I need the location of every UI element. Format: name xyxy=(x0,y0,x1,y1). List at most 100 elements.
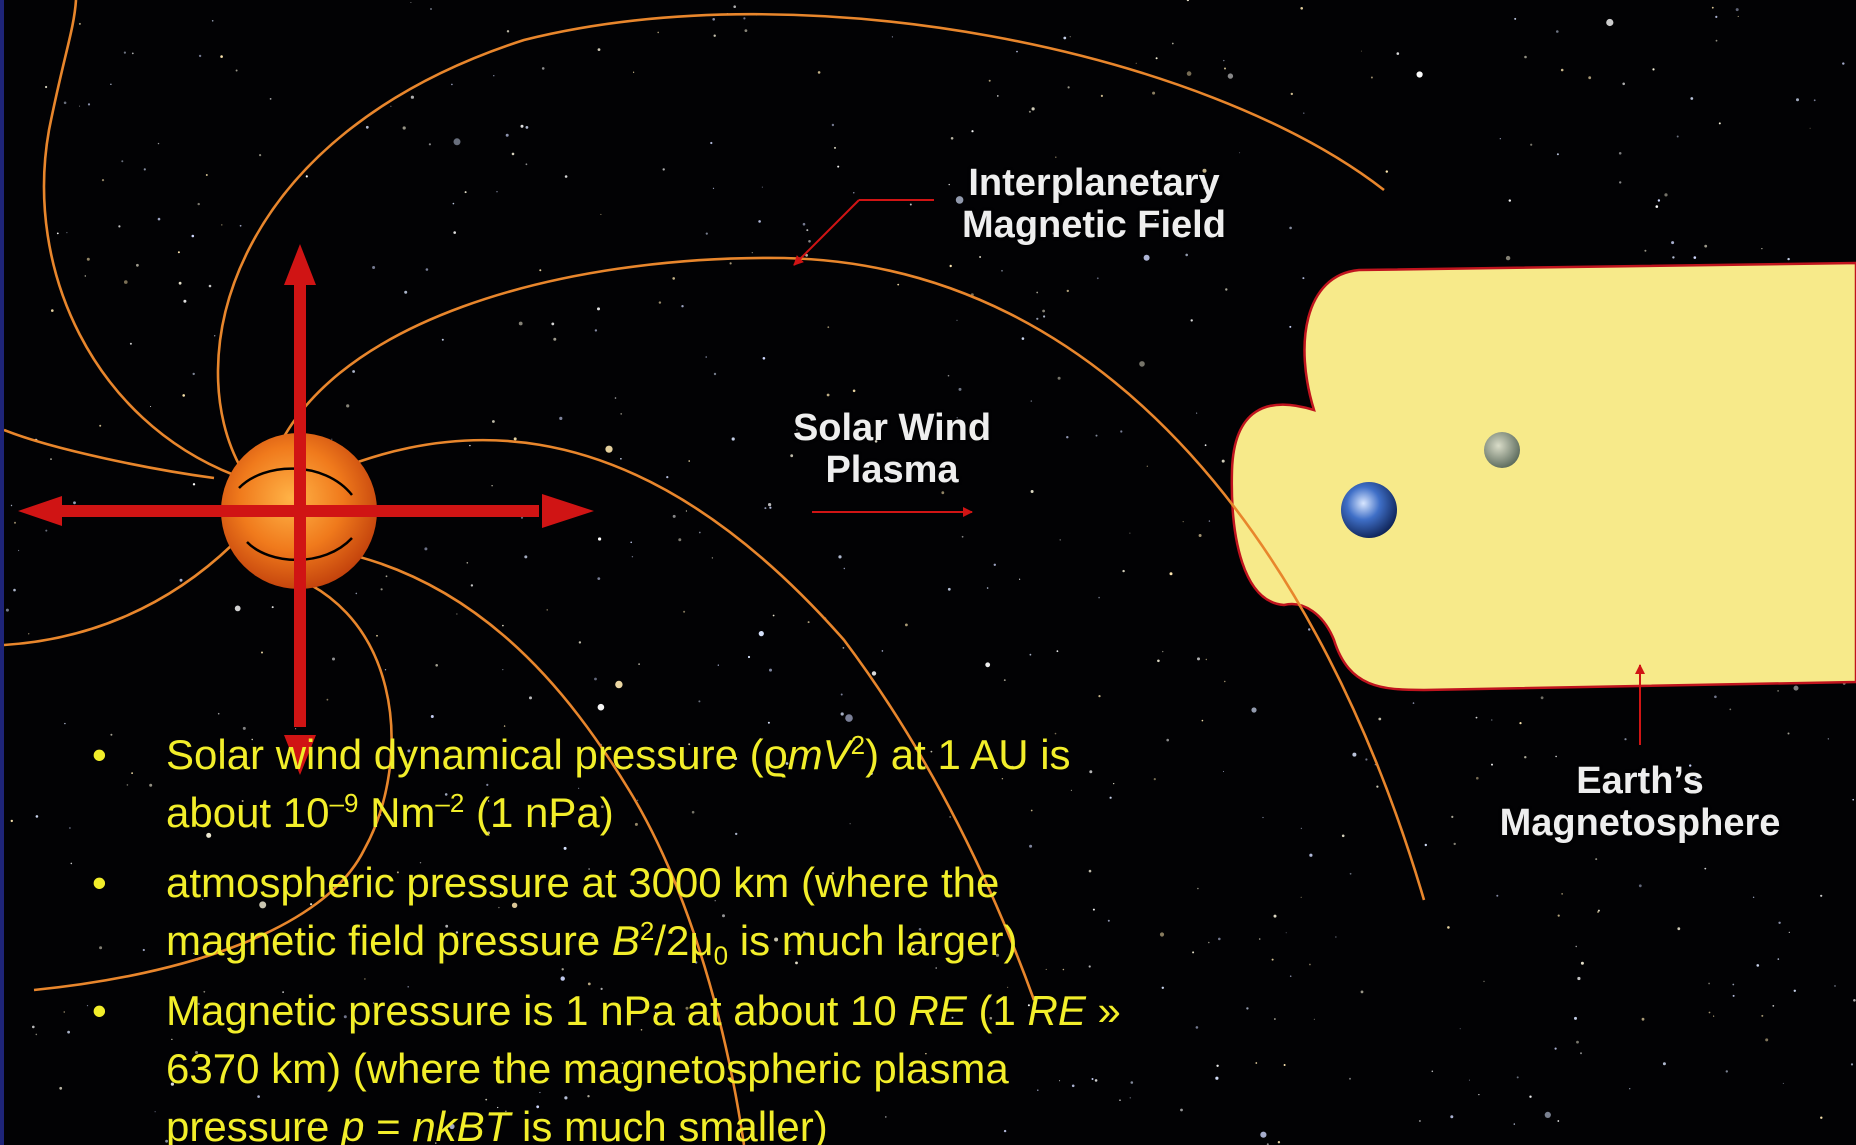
star xyxy=(459,1072,461,1074)
star xyxy=(157,142,160,145)
star xyxy=(10,819,13,823)
star xyxy=(634,822,638,826)
star xyxy=(1793,989,1797,992)
star xyxy=(1309,853,1313,857)
star xyxy=(1071,1084,1075,1088)
star xyxy=(1192,951,1195,954)
text-span: » xyxy=(1085,987,1121,1034)
star xyxy=(179,578,183,582)
star xyxy=(1007,986,1009,989)
star xyxy=(1122,569,1125,573)
bullet-marker: • xyxy=(92,987,107,1034)
star xyxy=(1153,778,1156,781)
star xyxy=(1202,168,1207,173)
star xyxy=(912,948,915,951)
star xyxy=(1580,1052,1582,1055)
star xyxy=(683,610,686,613)
star xyxy=(455,931,459,934)
star xyxy=(620,413,623,415)
star xyxy=(831,123,835,127)
star xyxy=(747,655,751,659)
star xyxy=(1496,894,1499,897)
star xyxy=(444,793,448,796)
star xyxy=(214,335,216,337)
bullet-marker: • xyxy=(92,731,107,778)
star xyxy=(150,406,152,407)
star xyxy=(631,556,634,558)
star xyxy=(685,510,688,512)
star xyxy=(1664,193,1668,197)
star xyxy=(1694,777,1697,780)
star xyxy=(1508,199,1512,202)
star xyxy=(1451,815,1454,819)
star xyxy=(86,1005,89,1007)
star xyxy=(985,662,991,668)
star xyxy=(136,263,139,267)
superscript: –2 xyxy=(435,788,465,818)
star xyxy=(672,514,676,518)
text-span: magnetic field pressure xyxy=(166,917,612,964)
star xyxy=(45,529,48,532)
star xyxy=(499,893,502,895)
star xyxy=(73,501,76,505)
nkbt-symbol: nkBT xyxy=(412,1103,511,1145)
star xyxy=(842,647,845,649)
star xyxy=(1577,976,1581,981)
star xyxy=(1689,764,1692,767)
star xyxy=(1530,143,1533,146)
star xyxy=(918,928,922,931)
star xyxy=(295,728,297,730)
star xyxy=(722,914,725,918)
star xyxy=(399,753,403,757)
star xyxy=(1514,17,1517,20)
star xyxy=(705,232,708,235)
star xyxy=(56,232,59,235)
star xyxy=(769,668,772,672)
star xyxy=(1031,107,1035,111)
bullet-item-dynamic-pressure: • Solar wind dynamical pressure (ϱmV2) a… xyxy=(92,726,1292,842)
star xyxy=(1088,869,1092,873)
star xyxy=(505,133,509,137)
star xyxy=(688,743,691,746)
star xyxy=(206,832,212,838)
star xyxy=(419,862,422,864)
star xyxy=(178,281,182,285)
star xyxy=(1575,945,1577,948)
star xyxy=(1447,926,1450,929)
star xyxy=(1524,55,1527,59)
earth-icon xyxy=(1341,482,1397,538)
star xyxy=(428,143,431,146)
star xyxy=(553,337,557,341)
star xyxy=(50,458,52,460)
star xyxy=(453,231,457,234)
text-span: 6370 km) (where the magnetospheric plasm… xyxy=(166,1045,1009,1092)
star xyxy=(1778,921,1781,924)
star xyxy=(717,664,719,666)
star xyxy=(817,71,821,74)
star xyxy=(1704,867,1707,870)
star xyxy=(597,703,605,711)
star xyxy=(807,621,810,624)
star xyxy=(35,815,39,818)
star xyxy=(1119,1099,1121,1101)
star xyxy=(1300,7,1303,10)
star xyxy=(1396,52,1400,55)
star xyxy=(425,268,429,271)
star xyxy=(1513,1123,1516,1125)
star xyxy=(254,826,257,829)
star xyxy=(594,329,598,332)
star xyxy=(193,952,195,955)
star xyxy=(1036,291,1039,294)
star xyxy=(234,605,241,612)
star xyxy=(731,437,735,441)
star xyxy=(452,202,455,205)
star xyxy=(1708,982,1710,985)
star xyxy=(1677,927,1681,931)
star xyxy=(827,326,830,329)
star xyxy=(961,535,964,538)
star xyxy=(221,224,223,226)
star xyxy=(605,445,613,453)
star xyxy=(598,537,602,541)
star xyxy=(359,1125,363,1128)
star xyxy=(1260,1131,1267,1138)
